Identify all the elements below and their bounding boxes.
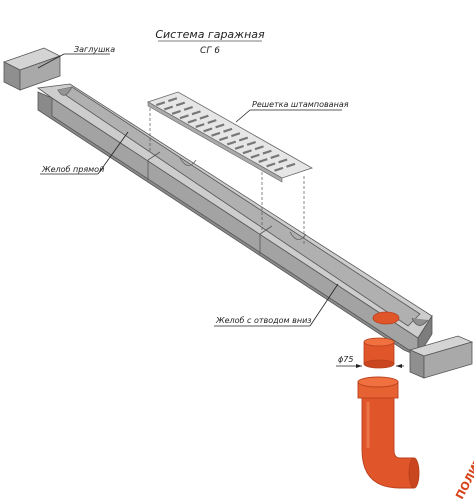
grate-slot: [219, 136, 229, 142]
grate-slot: [262, 149, 272, 155]
grate-slot: [270, 154, 280, 159]
grate-slot: [231, 132, 241, 138]
joint-2: [259, 225, 273, 235]
grate-slot: [223, 127, 233, 133]
grate-slot: [191, 110, 201, 116]
grate-slot: [187, 118, 197, 124]
grate-slot: [278, 158, 288, 164]
grate-slot: [234, 144, 244, 150]
joint-1: [147, 151, 161, 161]
grate-slot: [163, 105, 174, 111]
grate-slot: [250, 153, 260, 159]
grate-slot: [246, 140, 256, 146]
outlet-hole: [372, 311, 400, 325]
grate-slot: [168, 97, 178, 103]
grate-slot: [211, 131, 221, 137]
diameter-arrow-left: [356, 364, 362, 368]
grate-slot: [175, 101, 186, 107]
grate-slot: [179, 114, 189, 120]
grate-leader: [235, 109, 251, 123]
outlet-pipe-short: [363, 337, 395, 369]
drainage-channel: [36, 83, 433, 358]
end-cap-left: [2, 47, 62, 91]
grate-slot: [203, 127, 213, 133]
grate-label: Решетка штампованая: [252, 100, 349, 109]
diagram-subtitle: СГ 6: [200, 46, 220, 56]
end-cap-right: [408, 335, 474, 379]
grate-slot: [156, 101, 166, 107]
grate-slot: [215, 123, 225, 129]
watermark-text: ПОЛИТЕП: [453, 441, 474, 501]
cap-label: Заглушка: [74, 45, 115, 54]
grate-slot: [274, 166, 284, 172]
cap-leader: [37, 53, 65, 69]
grate-slot: [242, 149, 252, 155]
grate-slot: [195, 123, 205, 128]
grate-slot: [258, 158, 268, 163]
watermark-logo: ПОЛИТЕП: [453, 441, 474, 501]
straight-channel-label: Желоб прямой: [41, 165, 104, 174]
outlet-channel-label: Желоб с отводом вниз: [215, 316, 312, 325]
grate-slot: [171, 109, 181, 115]
diameter-arrow-right: [396, 364, 402, 368]
grate-slot: [226, 140, 237, 146]
diameter-label: ϕ75: [338, 355, 353, 364]
elbow-pipe: [357, 376, 420, 489]
straight-channel-leader: [97, 131, 129, 175]
diagram-title: Система гаражная: [155, 28, 265, 41]
grate-slot: [254, 145, 264, 151]
grate-slot: [266, 162, 276, 168]
stamped-grate: [147, 91, 313, 183]
grate-slot: [238, 136, 249, 142]
grate-slot: [207, 119, 217, 124]
grate-slot: [286, 162, 296, 168]
grate-slot: [183, 105, 193, 111]
grate-slot: [199, 114, 209, 120]
outlet-channel-leader: [309, 283, 339, 327]
